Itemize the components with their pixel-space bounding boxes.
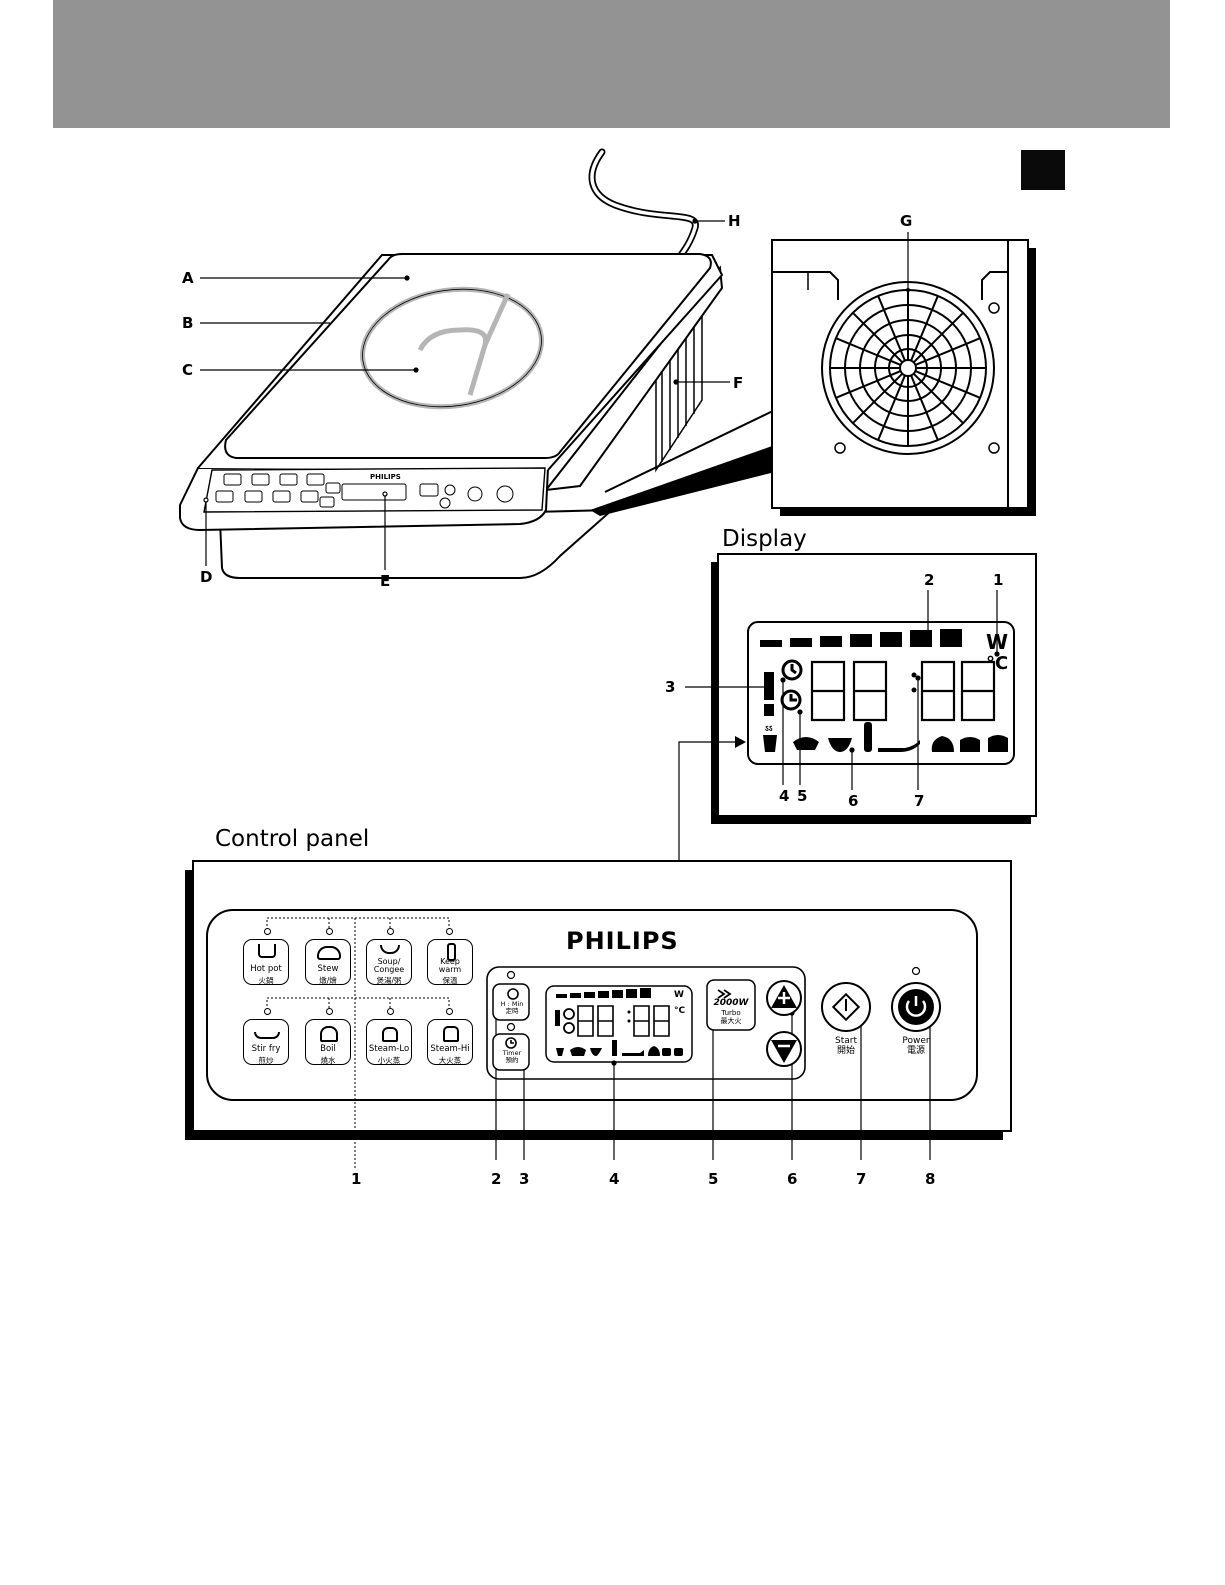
stew-button[interactable]: Stew 燉/燴 — [305, 939, 351, 985]
mini-unit-watt: W — [674, 990, 684, 1000]
display-callout-2: 2 — [924, 573, 934, 588]
callout-H: H — [728, 214, 741, 229]
callout-E: E — [380, 574, 390, 589]
panel-callout-7: 7 — [856, 1172, 866, 1187]
mini-unit-celsius: °C — [674, 1006, 685, 1016]
callout-B: B — [182, 316, 193, 331]
indicator-light — [387, 1008, 394, 1015]
indicator-light — [446, 928, 453, 935]
display-callout-1: 1 — [993, 573, 1003, 588]
soup-congee-button[interactable]: Soup/ Congee 煲湯/粥 — [366, 939, 412, 985]
unit-watt: W — [986, 632, 1008, 652]
hot-pot-button[interactable]: Hot pot 火鍋 — [243, 939, 289, 985]
panel-callout-3: 3 — [519, 1172, 529, 1187]
callout-C: C — [182, 363, 193, 378]
display-callout-7: 7 — [914, 794, 924, 809]
panel-callout-4: 4 — [609, 1172, 619, 1187]
panel-callout-1: 1 — [351, 1172, 361, 1187]
fan-detail — [772, 240, 1028, 508]
strip-brand: PHILIPS — [370, 473, 401, 481]
display-callout-6: 6 — [848, 794, 858, 809]
brand-logo: PHILIPS — [566, 928, 679, 954]
stew-pot-icon — [317, 946, 341, 960]
indicator-light — [326, 1008, 333, 1015]
keep-warm-button[interactable]: Keep warm 保溫 — [427, 939, 473, 985]
pan-icon — [254, 1032, 280, 1039]
callout-A: A — [182, 271, 194, 286]
panel-callout-8: 8 — [925, 1172, 935, 1187]
indicator-light — [387, 928, 394, 935]
display-callout-3: 3 — [665, 680, 675, 695]
panel-callout-2: 2 — [491, 1172, 501, 1187]
steam-lo-button[interactable]: Steam-Lo 小火蒸 — [366, 1019, 412, 1065]
unit-celsius: °C — [986, 655, 1008, 673]
display-callout-4: 4 — [779, 789, 789, 804]
indicator-light — [264, 1008, 271, 1015]
steamer-icon — [443, 1026, 459, 1042]
indicator-light — [326, 928, 333, 935]
steam-hi-button[interactable]: Steam-Hi 大火蒸 — [427, 1019, 473, 1065]
display-callout-5: 5 — [797, 789, 807, 804]
kettle-icon — [320, 1026, 338, 1042]
panel-callout-6: 6 — [787, 1172, 797, 1187]
stir-fry-button[interactable]: Stir fry 煎炒 — [243, 1019, 289, 1065]
steamer-icon — [382, 1027, 398, 1042]
display-title: Display — [722, 526, 807, 552]
callout-G: G — [900, 214, 912, 229]
turbo-power: 2000W — [707, 998, 755, 1008]
boil-button[interactable]: Boil 燒水 — [305, 1019, 351, 1065]
svg-text:ऽऽ: ऽऽ — [765, 724, 773, 733]
panel-callout-5: 5 — [708, 1172, 718, 1187]
power-cord — [592, 152, 695, 262]
bowl-icon — [380, 945, 400, 954]
indicator-light — [446, 1008, 453, 1015]
callout-D: D — [200, 570, 212, 585]
callout-F: F — [733, 376, 743, 391]
indicator-light — [264, 928, 271, 935]
hot-pot-icon — [258, 944, 276, 958]
control-panel-title: Control panel — [215, 826, 369, 852]
